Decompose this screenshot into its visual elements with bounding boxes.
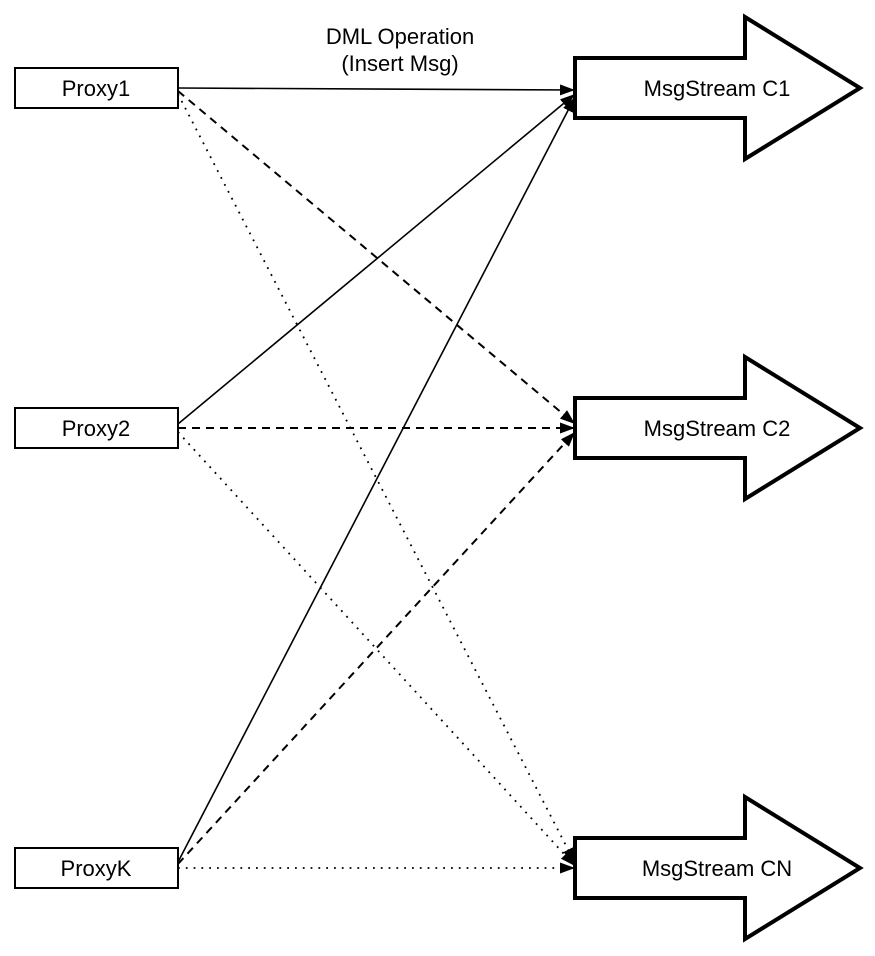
edge-proxy1-c1 [177, 84, 576, 96]
title-line2: (Insert Msg) [341, 51, 458, 76]
edge-proxyk-c1 [177, 96, 576, 863]
msgstream-c2-label: MsgStream C2 [644, 416, 791, 441]
proxyk-label: ProxyK [61, 856, 132, 881]
msgstream-cn-label: MsgStream CN [642, 856, 792, 881]
msgstream-c1-arrow-shape [573, 13, 864, 163]
title-line1: DML Operation [326, 24, 474, 49]
edge-proxy1-c2 [177, 90, 576, 425]
edge-proxy2-c1 [177, 93, 576, 425]
msgstream-cn-arrow-shape [573, 793, 864, 943]
proxy2-label: Proxy2 [62, 416, 130, 441]
proxy1-label: Proxy1 [62, 76, 130, 101]
edge-proxy2-cn [177, 431, 576, 867]
msgstream-c2-arrow-shape [573, 353, 864, 503]
msgstream-c1-label: MsgStream C1 [644, 76, 791, 101]
edge-proxyk-c2 [177, 431, 576, 865]
proxy1-box [14, 67, 179, 109]
